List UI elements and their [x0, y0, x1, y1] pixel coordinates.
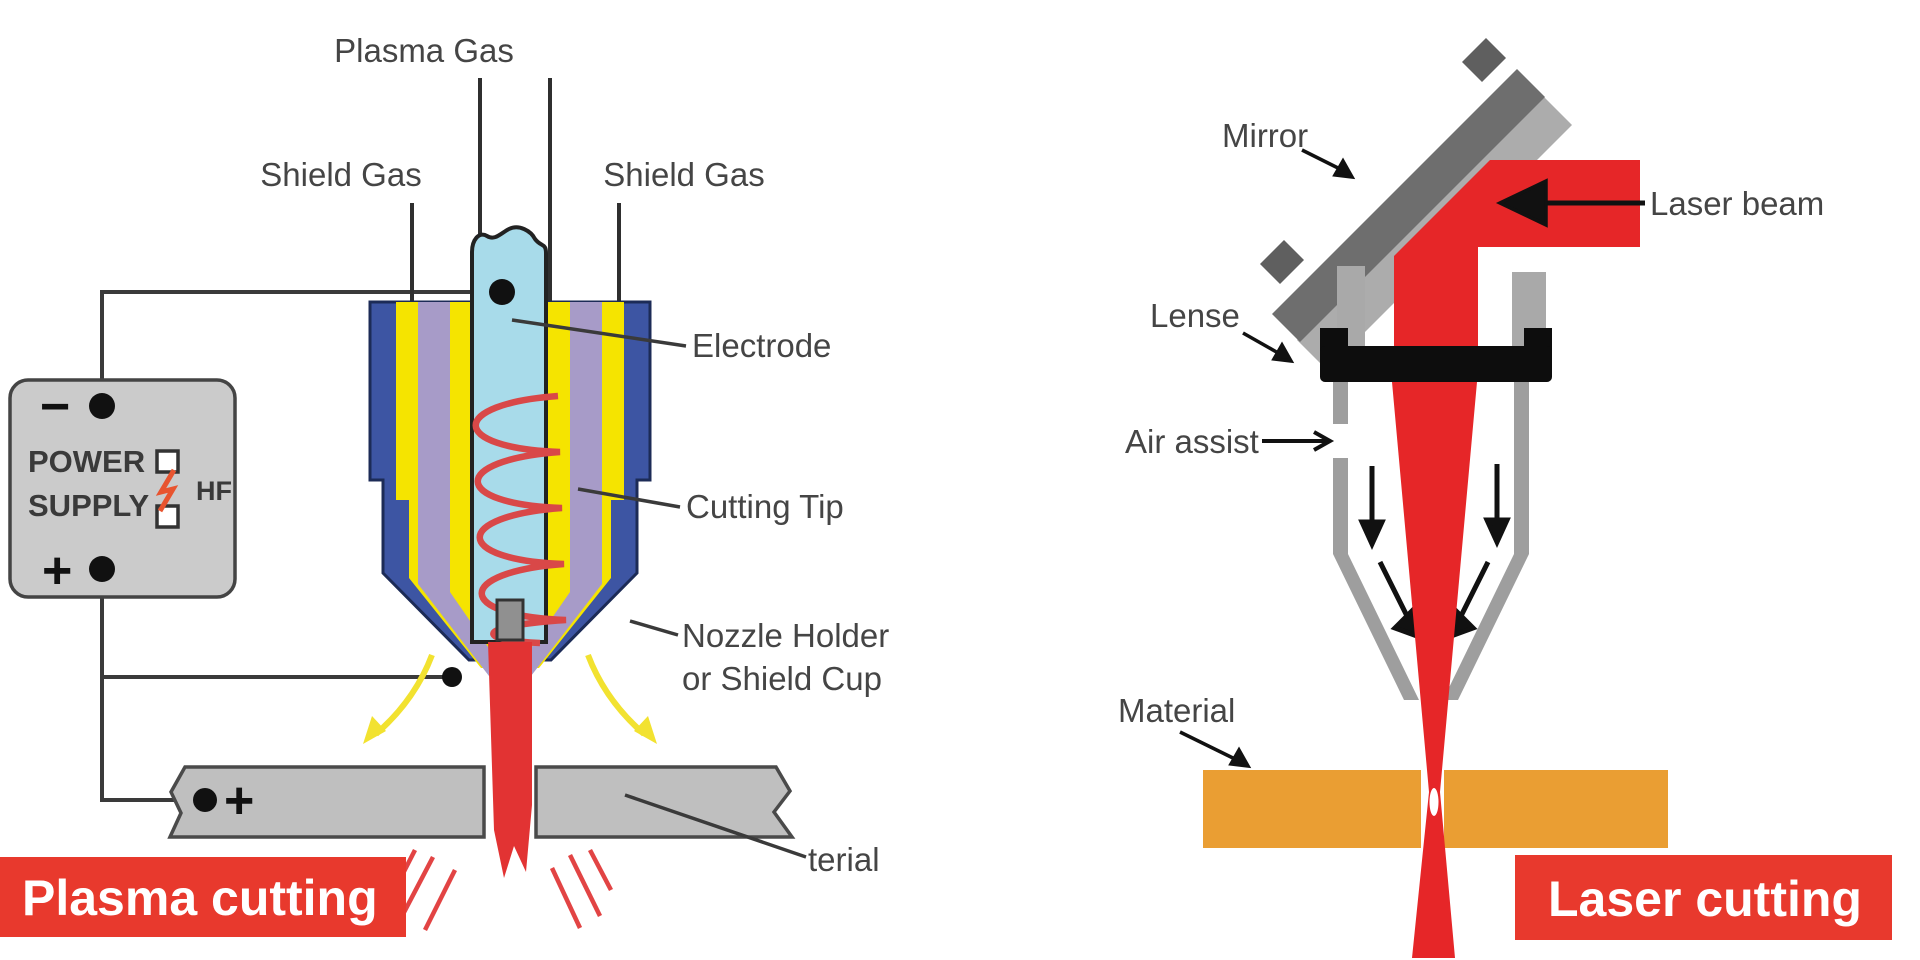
nozzle-holder-leader-line	[629, 619, 679, 637]
shield-flow-arrow-left	[374, 653, 435, 737]
electrode-shape	[470, 225, 548, 644]
flow-arrow-right-angled	[1457, 560, 1491, 620]
spark-line	[549, 867, 583, 929]
flow-arrow-left-angled	[1377, 560, 1411, 620]
laser-label-arrows	[1179, 148, 1645, 769]
laser-nozzle	[1333, 382, 1529, 700]
workpiece-right	[534, 765, 796, 839]
laser-material-left	[1203, 770, 1421, 848]
material-arrow-shaft	[1179, 730, 1238, 762]
lense-arrow-shaft	[1242, 331, 1281, 356]
nozzle-wall-left-lower	[1333, 458, 1348, 554]
workpiece-terminal-dot	[193, 788, 217, 812]
cutting-tip-label: Cutting Tip	[686, 488, 844, 525]
shield-gas-flow-arrows	[363, 653, 657, 744]
shield-gas-label-left: Shield Gas	[260, 156, 421, 193]
plasma-cutting-diagram: − POWER SUPPLY HF +	[0, 32, 889, 937]
laser-material-right	[1444, 770, 1668, 848]
wire-negative-to-electrode	[100, 290, 502, 398]
shield-flow-arrow-right	[585, 653, 646, 737]
workpiece-left	[167, 765, 486, 839]
material-leader-line	[624, 793, 807, 859]
laser-beam-upper	[1394, 160, 1640, 352]
plasma-leader-lines	[511, 318, 807, 859]
nozzle-cone-left	[1333, 554, 1419, 700]
mirror-arrowhead-icon	[1332, 157, 1356, 180]
nozzle-cone-right	[1443, 554, 1529, 700]
laser-beam-arrowhead-icon	[1495, 178, 1548, 228]
spark-line	[567, 854, 603, 917]
lense-label: Lense	[1150, 297, 1240, 334]
electrode-wire-dot	[489, 279, 515, 305]
nozzle-holder-label-line2: or Shield Cup	[682, 660, 882, 697]
plasma-banner: Plasma cutting	[0, 857, 406, 937]
cutting-tip-leader-line	[577, 487, 681, 509]
spark-line	[422, 868, 458, 932]
hf-label: HF	[196, 476, 232, 506]
workpiece: +	[167, 765, 796, 839]
minus-terminal-label: −	[40, 378, 70, 436]
workpiece-polarity-label: +	[224, 772, 254, 830]
positive-terminal-dot	[89, 556, 115, 582]
shield-flow-arrowhead-right-icon	[634, 716, 657, 744]
focusing-lens	[1320, 328, 1552, 382]
nozzle-wall-right	[1514, 382, 1529, 554]
lense-arrowhead-icon	[1271, 341, 1295, 364]
mirror-arrow-shaft	[1301, 148, 1341, 171]
wire-plus-to-workpiece	[100, 583, 190, 802]
plasma-gas-label: Plasma Gas	[334, 32, 514, 69]
power-supply-text-line1: POWER	[28, 444, 145, 479]
power-supply-text-line2: SUPPLY	[28, 488, 150, 523]
material-arrowhead-icon	[1228, 746, 1252, 769]
negative-terminal-dot	[89, 393, 115, 419]
lens-body	[1320, 346, 1552, 382]
shield-flow-arrowhead-left-icon	[363, 716, 386, 744]
laser-cutting-diagram: Mirror Laser beam Lense Air assist Mater…	[1118, 38, 1892, 958]
hf-spark-icon	[155, 468, 179, 513]
hf-coil	[472, 392, 567, 647]
plus-terminal-label: +	[42, 542, 72, 600]
power-supply-box	[8, 378, 237, 599]
material-label: Material	[1118, 692, 1235, 729]
spark-line	[588, 848, 613, 892]
air-assist-label: Air assist	[1125, 423, 1259, 460]
laser-banner-title: Laser cutting	[1548, 871, 1862, 927]
mirror-label: Mirror	[1222, 117, 1308, 154]
electrode-tip-pin	[495, 598, 525, 642]
laser-banner-bg	[1515, 855, 1892, 940]
plasma-banner-bg	[0, 857, 406, 937]
nozzle-holder-label-line1: Nozzle Holder	[682, 617, 889, 654]
electrode-label: Electrode	[692, 327, 831, 364]
mirror-mount-stub-top	[1462, 38, 1506, 82]
power-supply: − POWER SUPPLY HF +	[8, 378, 237, 600]
plasma-torch	[368, 225, 652, 687]
mirror-mount-stub-bottom	[1260, 240, 1304, 284]
shield-gas-label-right: Shield Gas	[603, 156, 764, 193]
flow-arrowhead-icon	[1358, 519, 1386, 551]
nozzle-wall-left-upper	[1333, 382, 1348, 424]
laser-beam-focused-cone	[1392, 382, 1477, 958]
material-partial-label: terial	[808, 841, 880, 878]
laser-beam-label: Laser beam	[1650, 185, 1824, 222]
hf-contact-upper	[155, 449, 180, 474]
laser-banner: Laser cutting	[1515, 855, 1892, 940]
air-assist-arrow-icon	[1262, 430, 1335, 452]
nozzle-wire-dot	[442, 667, 462, 687]
beam-waist-glow	[1429, 788, 1439, 816]
plasma-banner-title: Plasma cutting	[22, 870, 378, 926]
air-assist-arrowhead	[1313, 430, 1335, 452]
plasma-arc-jet	[488, 642, 532, 878]
nozzle-flow-arrows	[1358, 464, 1511, 640]
flow-arrowhead-icon	[1483, 517, 1511, 549]
electrode-leader-line	[511, 318, 687, 348]
